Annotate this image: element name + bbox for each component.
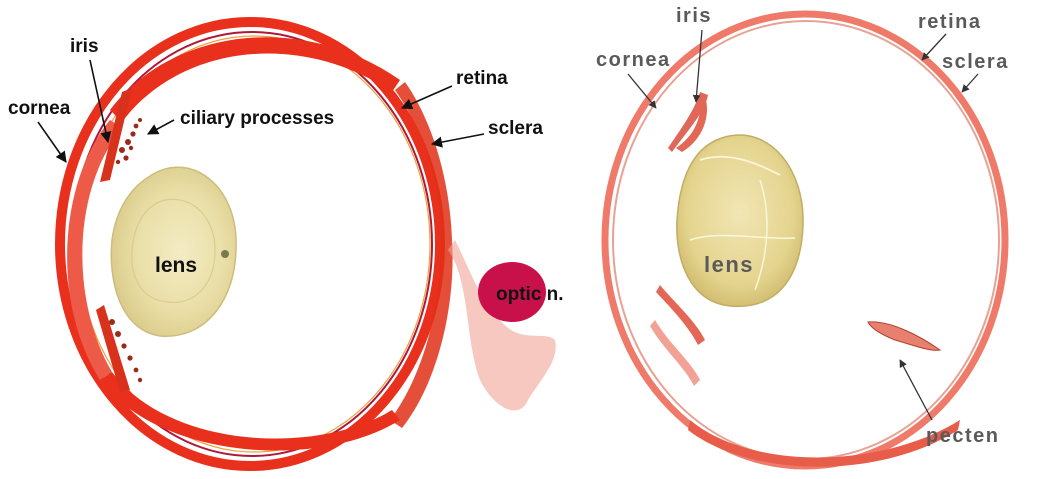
left-lens-label: lens <box>155 254 197 277</box>
right-iris-arrow <box>696 30 702 102</box>
left-cornea-label: cornea <box>8 98 71 119</box>
right-eye <box>605 14 1005 467</box>
left-lens-dot <box>221 250 229 258</box>
right-retina-label: retina <box>918 11 981 33</box>
left-cornea-arrow <box>38 122 66 162</box>
right-sclera-wall <box>605 14 1005 466</box>
right-iris-label: iris <box>676 5 712 27</box>
left-bottom-rim <box>100 372 400 451</box>
right-lens <box>677 135 803 306</box>
left-sclera-label: sclera <box>488 118 543 139</box>
left-retina-label: retina <box>456 68 508 89</box>
left-sclera-arrow <box>432 134 484 144</box>
right-sclera-arrow <box>962 74 978 92</box>
right-retina-wall <box>613 21 999 459</box>
left-iris-label: iris <box>70 36 99 57</box>
right-pecten <box>868 322 940 350</box>
left-optic-label: optic n. <box>496 284 564 305</box>
right-lens-label: lens <box>704 252 754 277</box>
left-ciliary-label: ciliary processes <box>180 108 334 129</box>
right-sclera-label: sclera <box>942 51 1009 73</box>
right-cornea-label: cornea <box>596 49 671 71</box>
left-lens <box>111 167 236 336</box>
right-pecten-arrow <box>900 360 932 420</box>
right-pecten-label: pecten <box>926 425 999 447</box>
left-ciliary-arrow <box>148 120 174 134</box>
